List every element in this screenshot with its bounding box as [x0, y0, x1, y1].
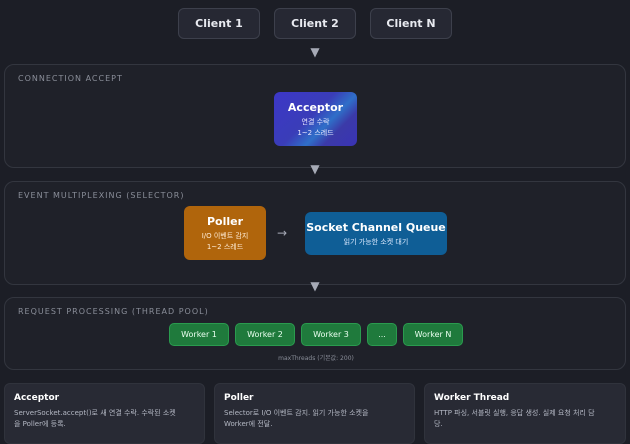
worker-row: Worker 1 Worker 2 Worker 3 ... Worker N — [5, 323, 627, 346]
section-title: EVENT MULTIPLEXING (SELECTOR) — [18, 191, 185, 200]
acceptor-node: Acceptor 연결 수락 1~2 스레드 — [274, 92, 357, 146]
acceptor-line1: 연결 수락 — [301, 117, 330, 126]
client-row: Client 1 Client 2 Client N — [0, 8, 630, 39]
poller-line2: 1~2 스레드 — [206, 242, 244, 251]
connection-accept-section: CONNECTION ACCEPT Acceptor 연결 수락 1~2 스레드 — [4, 64, 626, 168]
card-line: 당. — [434, 420, 443, 428]
card-line: Selector로 I/O 이벤트 감지. 읽기 가능한 소켓을 — [224, 409, 369, 417]
queue-line1: 읽기 가능한 소켓 대기 — [343, 237, 409, 246]
down-arrow-icon: ▼ — [310, 45, 320, 59]
worker-thread-card: Worker Thread HTTP 파싱, 서블릿 실행, 응답 생성. 실제… — [424, 383, 626, 444]
section-title: CONNECTION ACCEPT — [18, 74, 123, 83]
card-line: Worker에 전달. — [224, 420, 273, 428]
poller-line1: I/O 이벤트 감지 — [201, 231, 249, 240]
queue-title: Socket Channel Queue — [306, 220, 446, 234]
worker-ellipsis-node: ... — [367, 323, 397, 346]
poller-node: Poller I/O 이벤트 감지 1~2 스레드 — [184, 206, 266, 260]
card-line: ServerSocket.accept()로 새 연결 수락. 수락된 소켓 — [14, 409, 176, 417]
card-title: Worker Thread — [434, 393, 510, 403]
worker-2-node: Worker 2 — [235, 323, 295, 346]
description-cards: Acceptor ServerSocket.accept()로 새 연결 수락.… — [4, 383, 626, 444]
card-line: 을 Poller에 등록. — [14, 420, 66, 428]
client-2-node: Client 2 — [274, 8, 356, 39]
worker-n-node: Worker N — [403, 323, 463, 346]
card-title: Acceptor — [14, 393, 60, 403]
card-description: ServerSocket.accept()로 새 연결 수락. 수락된 소켓 을… — [14, 408, 195, 430]
max-threads-note: maxThreads (기본값: 200) — [278, 355, 354, 362]
down-arrow-icon: ▼ — [310, 279, 320, 293]
right-arrow-icon: → — [277, 226, 288, 240]
worker-3-node: Worker 3 — [301, 323, 361, 346]
card-description: HTTP 파싱, 서블릿 실행, 응답 생성. 실제 요청 처리 담 당. — [434, 408, 616, 430]
poller-card: Poller Selector로 I/O 이벤트 감지. 읽기 가능한 소켓을 … — [214, 383, 415, 444]
client-1-node: Client 1 — [178, 8, 260, 39]
poller-title: Poller — [206, 214, 244, 228]
client-n-node: Client N — [370, 8, 452, 39]
acceptor-card: Acceptor ServerSocket.accept()로 새 연결 수락.… — [4, 383, 205, 444]
request-processing-section: REQUEST PROCESSING (THREAD POOL) Worker … — [4, 297, 626, 370]
event-multiplexing-section: EVENT MULTIPLEXING (SELECTOR) Poller I/O… — [4, 181, 626, 285]
acceptor-title: Acceptor — [287, 100, 344, 114]
card-line: HTTP 파싱, 서블릿 실행, 응답 생성. 실제 요청 처리 담 — [434, 409, 595, 417]
socket-channel-queue-node: Socket Channel Queue 읽기 가능한 소켓 대기 — [305, 212, 447, 255]
section-title: REQUEST PROCESSING (THREAD POOL) — [18, 307, 209, 316]
card-title: Poller — [224, 393, 254, 403]
down-arrow-icon: ▼ — [310, 162, 320, 176]
card-description: Selector로 I/O 이벤트 감지. 읽기 가능한 소켓을 Worker에… — [224, 408, 405, 430]
worker-1-node: Worker 1 — [169, 323, 229, 346]
acceptor-line2: 1~2 스레드 — [297, 128, 334, 137]
